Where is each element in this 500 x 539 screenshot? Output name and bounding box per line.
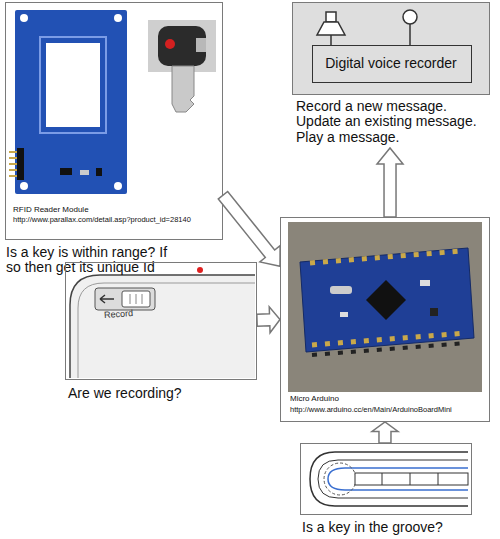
key-photo-part [165, 39, 175, 49]
arduino-board-part [310, 251, 462, 263]
record-device-part [122, 291, 150, 307]
hollow-arrow [218, 191, 280, 266]
recorder-panel [292, 2, 490, 95]
box-frame [280, 217, 490, 422]
key-photo-part [158, 26, 206, 66]
component-box: RFID Reader Modulehttp://www.parallax.co… [5, 2, 223, 278]
recorder-panel-part [330, 35, 332, 45]
button-label: Record [104, 308, 134, 320]
arduino-board-part [366, 280, 406, 320]
record-device-part [100, 295, 114, 303]
key-groove [310, 452, 468, 506]
hollow-arrow [377, 148, 403, 217]
key-photo-part [196, 38, 206, 52]
key-groove-part [410, 473, 411, 485]
record-device-part [70, 275, 255, 378]
box-label: http://www.arduino.cc/en/Main/ArduinoBoa… [290, 406, 452, 414]
record-device-part [78, 283, 255, 378]
rfid-board-part [20, 14, 28, 22]
box-frame [65, 262, 257, 380]
box-frame [292, 2, 490, 95]
rfid-board-part [9, 157, 17, 159]
hollow-arrow [257, 307, 280, 333]
rfid-board-part [9, 169, 17, 171]
arduino-board [288, 222, 482, 392]
recorder-panel-part [409, 24, 411, 45]
rfid-board-part [60, 168, 72, 175]
box-frame [5, 2, 223, 240]
arduino-board-part [300, 248, 474, 352]
record-device-part [95, 288, 155, 310]
box-caption: Is a key is within range? If so then get… [6, 245, 181, 276]
rfid-board-part [40, 37, 106, 133]
arduino-board-part [330, 286, 352, 294]
record-device-part [197, 267, 203, 273]
box-label: RFID Reader Module [13, 206, 89, 215]
box-frame [300, 443, 472, 515]
recorder-panel-part [317, 22, 345, 35]
arduino-board-part [288, 222, 482, 392]
arduino-board-part [430, 308, 438, 316]
rfid-board-part [46, 43, 100, 127]
rfid-board-part [9, 151, 17, 153]
rfid-board-part [9, 175, 17, 177]
rfid-board-part [114, 14, 122, 22]
hollow-arrow [372, 422, 398, 443]
rfid-board-part [15, 10, 127, 194]
inner-box: Digital voice recorder [312, 45, 472, 83]
rfid-board [9, 10, 127, 194]
arduino-board-part [420, 280, 430, 286]
component-box: Is a key in the groove? [300, 443, 472, 539]
box-caption: Are we recording? [68, 386, 256, 401]
record-device-part [130, 294, 131, 304]
key-photo-part [172, 66, 194, 112]
arduino-board-part [340, 312, 348, 317]
rfid-board-part [96, 168, 102, 176]
rfid-board-part [9, 163, 17, 165]
arduino-board-part [312, 343, 466, 355]
recorder-panel-part [292, 2, 490, 95]
key-groove-part [438, 473, 439, 485]
key-photo [148, 20, 216, 112]
key-groove-part [355, 473, 468, 485]
rfid-board-part [17, 148, 24, 180]
key-groove-part [324, 463, 356, 495]
record-device-part [142, 294, 143, 304]
box-label: Micro Arduino [290, 395, 339, 404]
rfid-board-part [20, 182, 28, 190]
box-label: Digital voice recorder [312, 56, 470, 71]
key-groove-part [318, 460, 468, 498]
component-box: Are we recording? [65, 262, 257, 404]
recorder-panel-part [326, 12, 336, 22]
record-device [70, 267, 255, 378]
key-groove-part [382, 473, 383, 485]
component-box: Micro Arduino http://www.arduino.cc/en/Ma… [280, 217, 490, 422]
component-box: Record a new message. Update an existing… [292, 2, 490, 148]
box-caption: Record a new message. Update an existing… [296, 99, 490, 145]
record-device-part [70, 275, 255, 378]
box-label: http://www.parallax.com/detail.asp?produ… [13, 216, 191, 224]
record-device-part [136, 294, 137, 304]
box-caption: Is a key in the groove? [302, 520, 472, 535]
rfid-board-part [80, 170, 89, 175]
key-photo-part [148, 20, 216, 72]
recorder-panel-part [403, 10, 417, 24]
key-groove-part [328, 468, 468, 490]
rfid-board-part [114, 182, 122, 190]
key-groove-part [310, 452, 468, 506]
